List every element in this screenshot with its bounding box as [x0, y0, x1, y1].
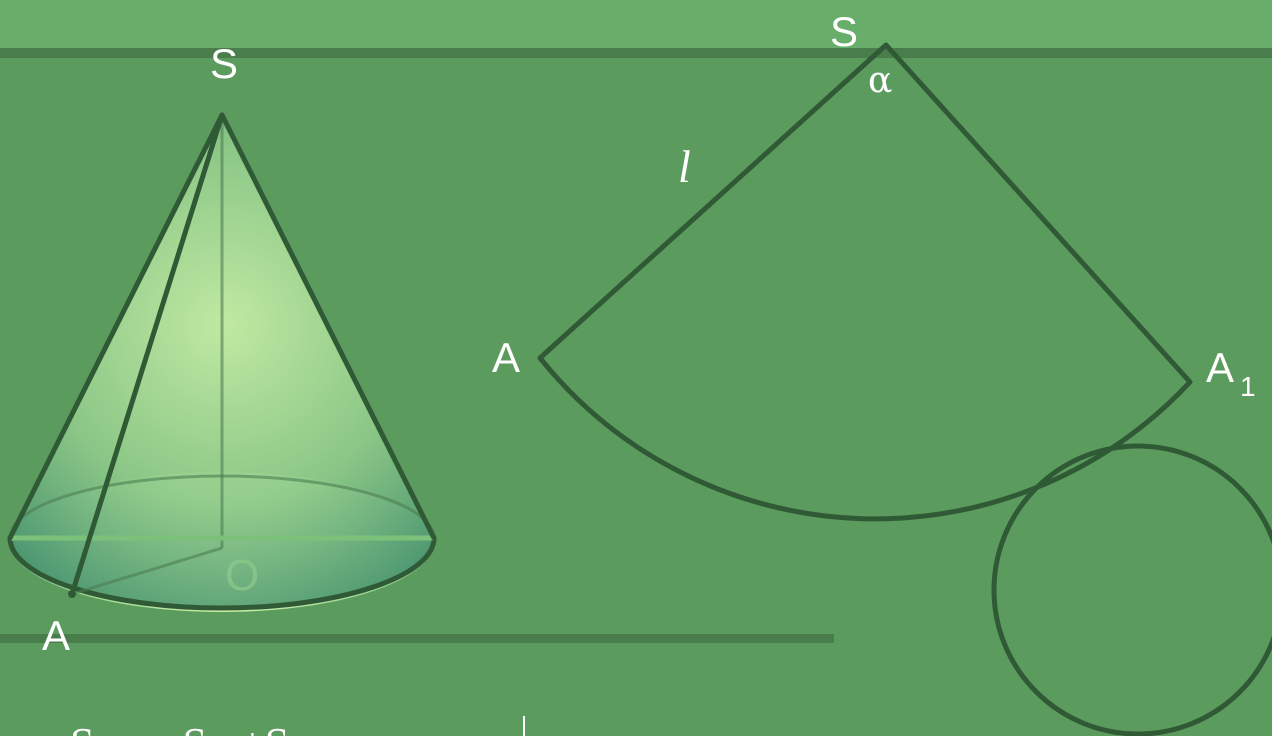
bottom-stripe	[0, 634, 834, 643]
surface-area-formula: S S +S	[70, 719, 289, 736]
cone-base-front-edge	[7, 535, 437, 611]
sector-slant-label: l	[678, 141, 691, 192]
cone-center-label: O	[225, 551, 259, 600]
sector-point-a-label: A	[492, 334, 520, 381]
cone-left-generator	[7, 112, 225, 541]
cone-apex-label: S	[210, 40, 238, 87]
cone-radius	[71, 546, 223, 596]
cone-right-generator	[219, 112, 437, 541]
top-band	[0, 0, 1272, 52]
sector-apex-label: S	[830, 8, 858, 55]
point-a-dot	[68, 590, 76, 598]
cone-figure: S A O	[7, 40, 437, 659]
sector-point-a1-subscript: 1	[1240, 371, 1256, 402]
top-stripe	[0, 48, 1272, 58]
sector-figure: S α l A A 1	[492, 8, 1256, 522]
sector-angle-label: α	[868, 60, 892, 101]
sector-point-a1-label: A	[1206, 344, 1234, 391]
base-circle	[991, 443, 1272, 736]
lateral-development-sector	[537, 42, 1193, 522]
cone-generator-SA	[69, 112, 225, 597]
cone-point-a-label: A	[42, 612, 70, 659]
